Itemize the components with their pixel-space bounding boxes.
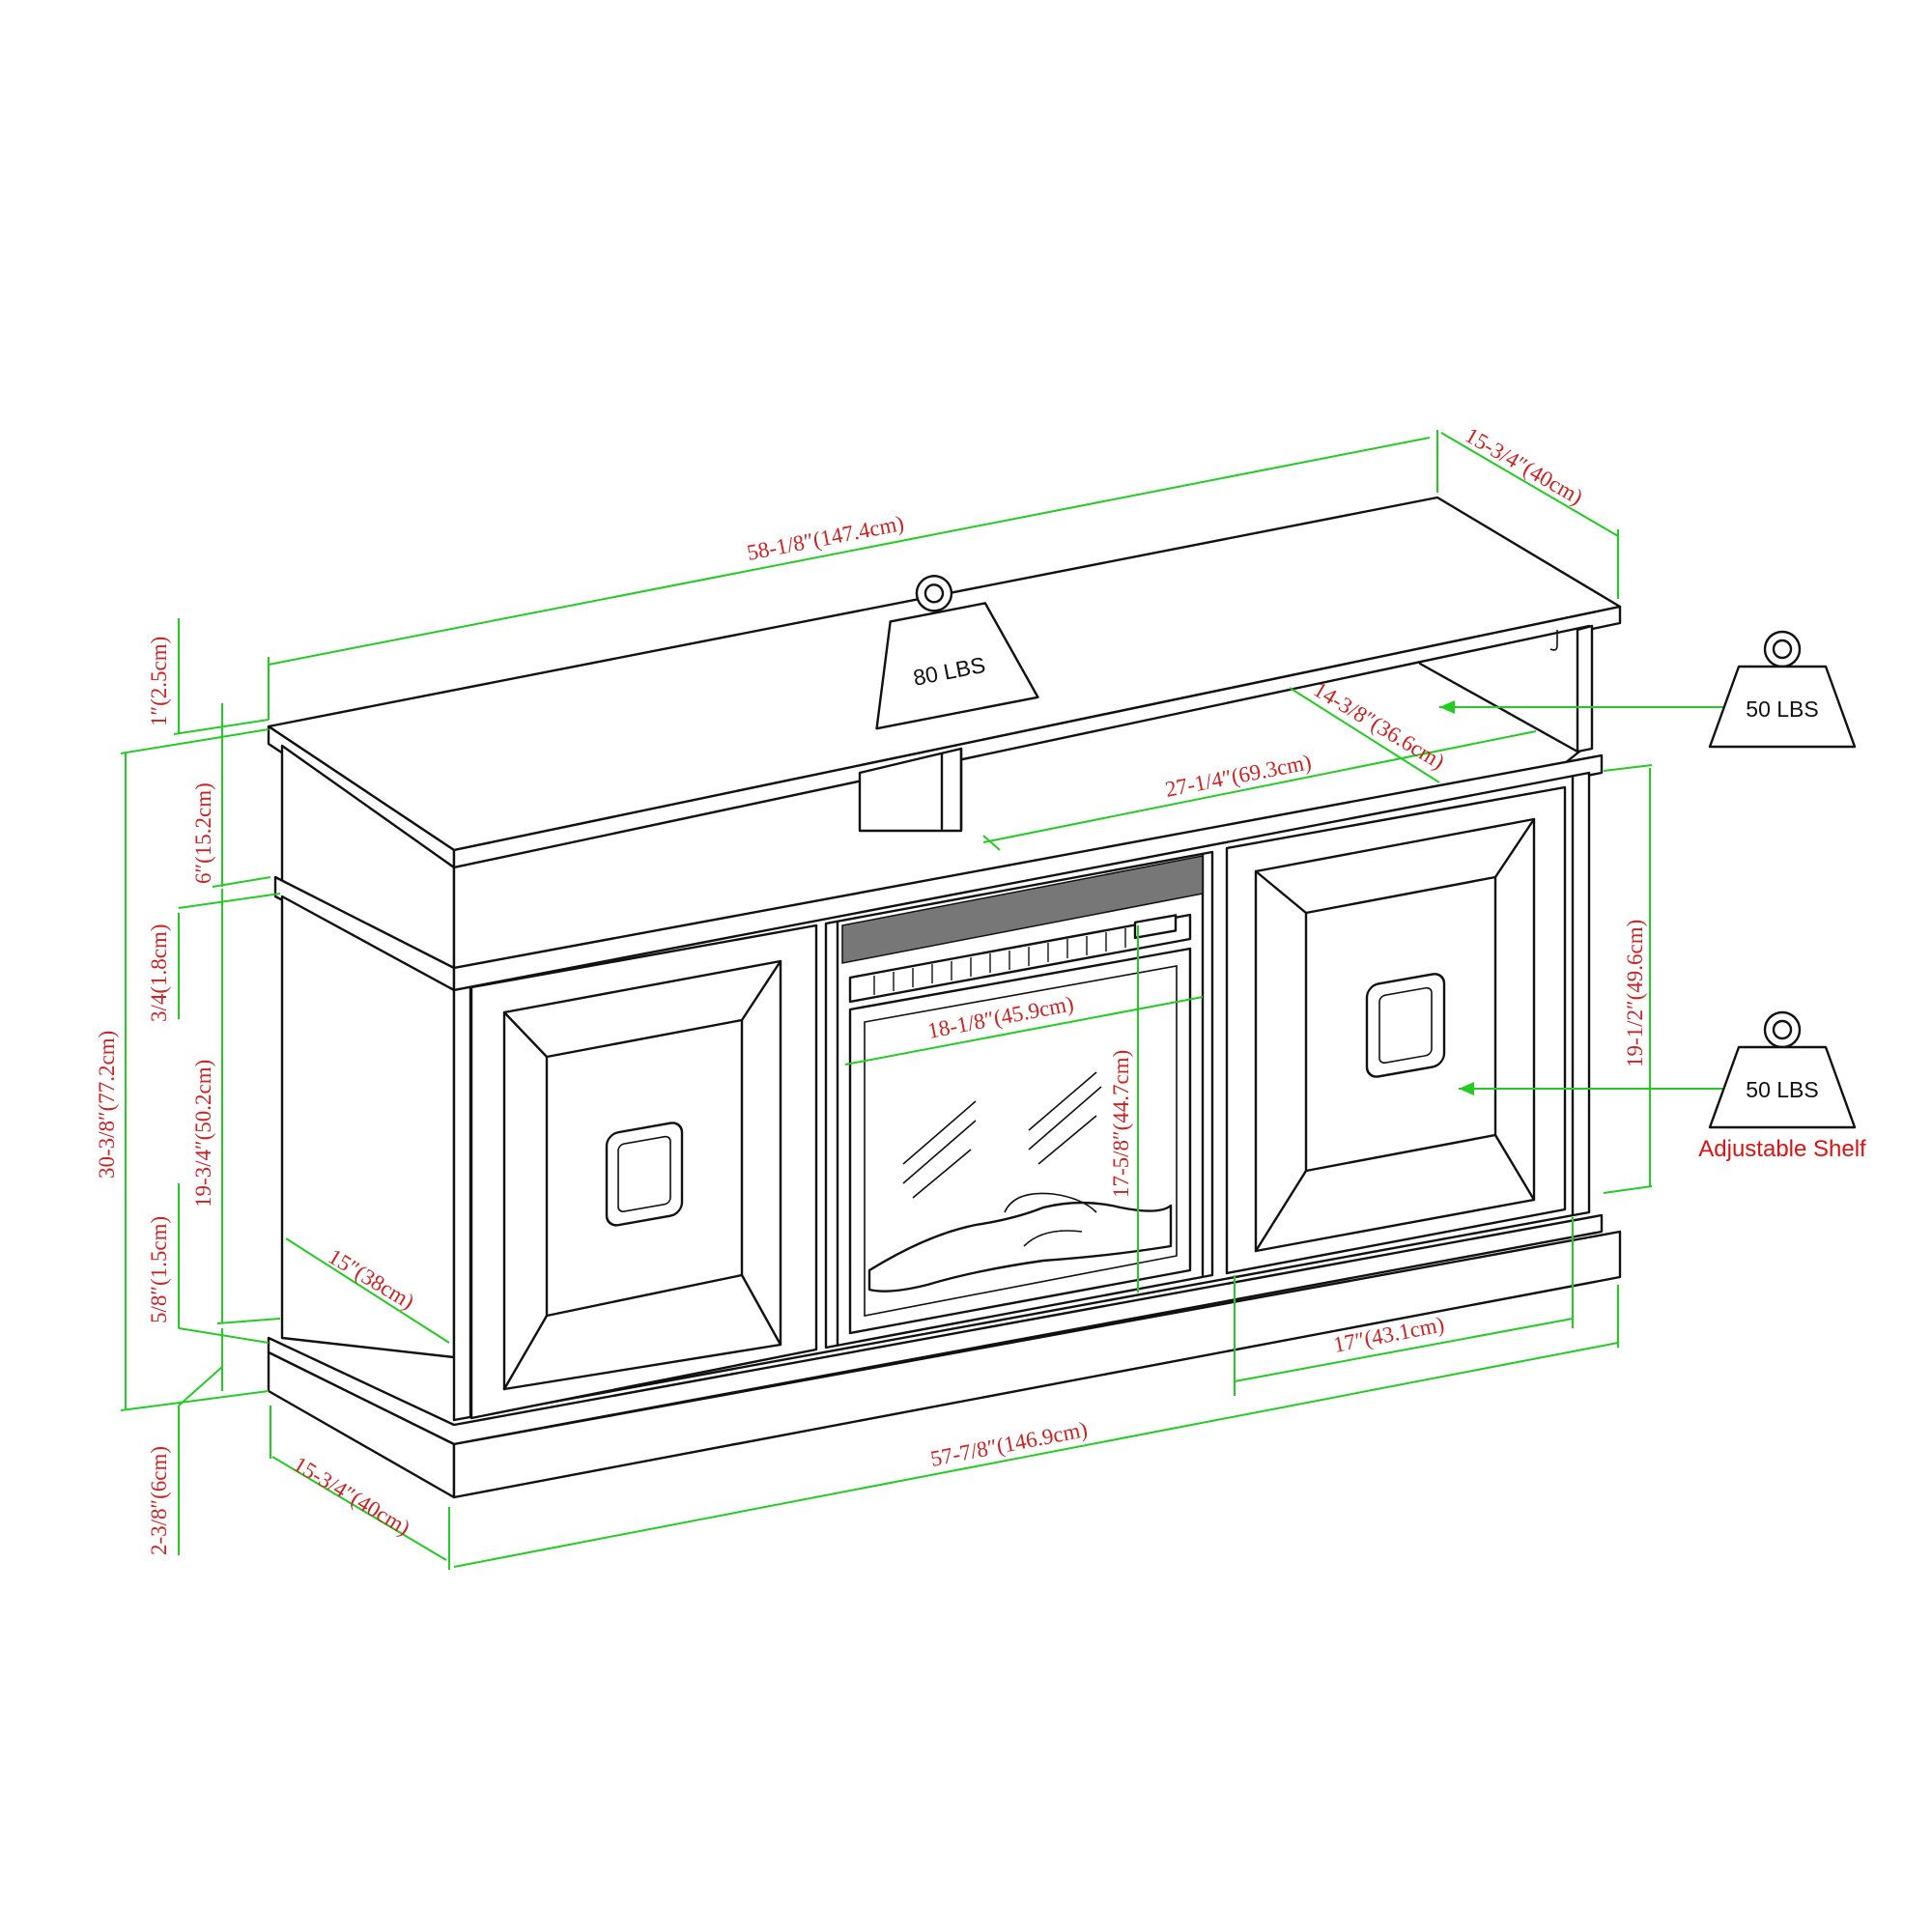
latch-hook (1549, 630, 1558, 651)
dim-open-shelf-height: 6″(15.2cm) (191, 782, 215, 884)
adjustable-shelf-label: Adjustable Shelf (1698, 1136, 1866, 1162)
dim-top-width-line (268, 437, 1431, 666)
dim-plinth-top: 5/8″(1.5cm) (147, 1216, 171, 1323)
weight-shelf-label: 50 LBS (1746, 696, 1818, 722)
top-front-edge (452, 605, 1622, 869)
weight-icon: 80 LBS (875, 575, 1039, 730)
fireplace-grille (841, 855, 1204, 964)
upper-open-back (452, 624, 1591, 970)
tv-stand-drawing (267, 496, 1622, 1499)
dim-base-width: 57-7/8″(146.9cm) (928, 1417, 1090, 1471)
dim-trim: 3/4(1.8cm) (147, 923, 171, 1022)
dim-top-thickness: 1″(2.5cm) (147, 637, 171, 726)
fireplace-logs (867, 1201, 1173, 1293)
dim-top-depth: 15-3/4″(40cm) (1462, 423, 1587, 510)
weight-icon: 50 LBS (1708, 630, 1857, 749)
right-post (1576, 624, 1594, 753)
dim-base-height: 2-3/8″(6cm) (147, 1446, 171, 1555)
dim-door-height: 19-1/2″(49.6cm) (1623, 920, 1647, 1067)
dim-total-height: 30-3/8″(77.2cm) (95, 1031, 119, 1179)
fireplace-switch (1133, 914, 1178, 940)
middle-trim-front (452, 753, 1604, 992)
weight-icon: 50 LBS (1708, 1010, 1857, 1129)
dim-fireplace-height: 17-5/8″(44.7cm) (1109, 1050, 1133, 1198)
left-door-handle (605, 1122, 684, 1227)
shelf-divider (858, 747, 963, 833)
dim-cabinet-height: 19-3/4″(50.2cm) (191, 1060, 215, 1208)
dim-base-width-line (453, 1342, 1619, 1568)
dimension-lines (120, 430, 1653, 1570)
base-front (452, 1230, 1622, 1499)
fireplace-control-strip (848, 913, 1192, 1004)
weight-cabinet-label: 50 LBS (1746, 1077, 1818, 1102)
dim-top-width: 58-1/8″(147.4cm) (745, 511, 906, 565)
right-door-handle (1365, 973, 1446, 1078)
